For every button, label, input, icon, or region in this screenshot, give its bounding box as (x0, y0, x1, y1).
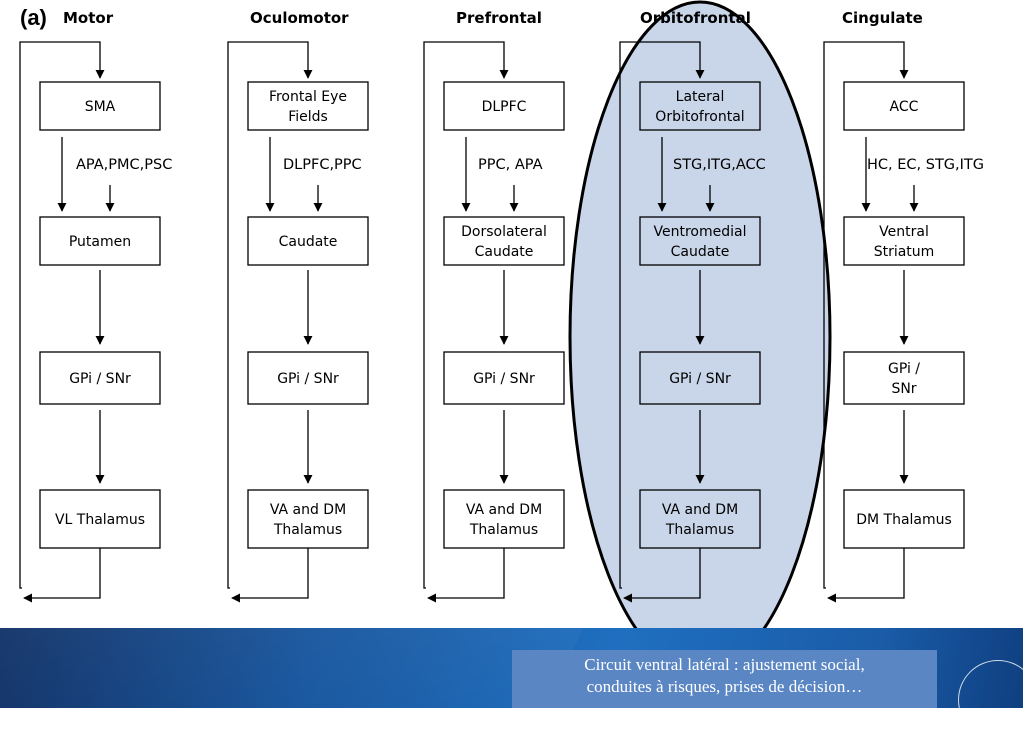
striatum-label: Ventral (879, 224, 929, 240)
thalamus-label: Thalamus (273, 522, 342, 538)
cortex-label: Fields (288, 109, 328, 125)
striatum-label: Dorsolateral (461, 224, 547, 240)
cortex-label: ACC (890, 99, 919, 115)
pallidum-box (39, 351, 161, 405)
caption-box: Circuit ventral latéral : ajustement soc… (512, 650, 937, 708)
cortex-box (247, 81, 369, 131)
striatum-box (39, 216, 161, 266)
feedback-loop-top (423, 41, 509, 589)
pallidum-box (843, 351, 965, 405)
feedback-loop-top (619, 41, 705, 589)
cortex-label: Frontal Eye (269, 89, 347, 105)
striatum-label: Caudate (475, 244, 534, 260)
thalamus-label: VL Thalamus (55, 512, 145, 528)
pallidum-label: GPi / SNr (669, 371, 731, 387)
cortex-label: DLPFC (482, 99, 527, 115)
feedback-loop-bottom (427, 538, 505, 603)
cortex-box (639, 81, 761, 131)
cortical-inputs-label: PPC, APA (478, 157, 543, 173)
cortical-inputs-label: STG,ITG,ACC (673, 157, 766, 173)
pallidum-label: SNr (891, 381, 916, 397)
cortex-label: SMA (85, 99, 116, 115)
decorative-circle (958, 660, 1023, 740)
feedback-loop-bottom (231, 538, 309, 603)
thalamus-label: Thalamus (469, 522, 538, 538)
pallidum-box (639, 351, 761, 405)
feedback-loop-bottom (827, 538, 905, 603)
cortex-label: Lateral (676, 89, 725, 105)
striatum-label: Striatum (874, 244, 935, 260)
pallidum-label: GPi / (888, 361, 920, 377)
column-title: Orbitofrontal (640, 9, 751, 27)
striatum-box (443, 216, 565, 266)
striatum-box (639, 216, 761, 266)
thalamus-box (443, 489, 565, 549)
pallidum-label: GPi / SNr (473, 371, 535, 387)
feedback-loop-top (19, 41, 105, 589)
thalamus-label: VA and DM (270, 502, 346, 518)
thalamus-box (843, 489, 965, 549)
column-title: Oculomotor (250, 9, 349, 27)
feedback-loop-bottom (623, 538, 701, 603)
column-title: Motor (63, 9, 114, 27)
thalamus-label: VA and DM (662, 502, 738, 518)
footer-swoosh (0, 628, 598, 708)
cortical-inputs-label: DLPFC,PPC (283, 157, 362, 173)
column-title: Cingulate (842, 9, 923, 27)
caption-line-1: Circuit ventral latéral : ajustement soc… (584, 655, 865, 674)
pallidum-label: GPi / SNr (69, 371, 131, 387)
cortical-inputs-label: APA,PMC,PSC (76, 157, 172, 173)
striatum-box (843, 216, 965, 266)
striatum-label: Caudate (671, 244, 730, 260)
column-title: Prefrontal (456, 9, 542, 27)
striatum-box (247, 216, 369, 266)
panel-letter: (a) (20, 5, 47, 30)
thalamus-box (39, 489, 161, 549)
feedback-loop-bottom (23, 538, 101, 603)
thalamus-label: VA and DM (466, 502, 542, 518)
cortical-inputs-label: HC, EC, STG,ITG (867, 157, 984, 173)
thalamus-label: Thalamus (665, 522, 734, 538)
striatum-label: Caudate (279, 234, 338, 250)
thalamus-box (639, 489, 761, 549)
striatum-label: Ventromedial (654, 224, 747, 240)
feedback-loop-top (227, 41, 313, 589)
pallidum-box (247, 351, 369, 405)
caption-line-2: conduites à risques, prises de décision… (586, 677, 863, 696)
pallidum-label: GPi / SNr (277, 371, 339, 387)
thalamus-label: DM Thalamus (856, 512, 952, 528)
cortex-label: Orbitofrontal (655, 109, 744, 125)
circuit-column-4: OrbitofrontalLateralOrbitofrontalSTG,ITG… (619, 9, 766, 603)
pallidum-box (443, 351, 565, 405)
thalamus-box (247, 489, 369, 549)
feedback-loop-top (823, 41, 909, 589)
cortex-box (843, 81, 965, 131)
cortex-box (39, 81, 161, 131)
cortex-box (443, 81, 565, 131)
striatum-label: Putamen (69, 234, 131, 250)
